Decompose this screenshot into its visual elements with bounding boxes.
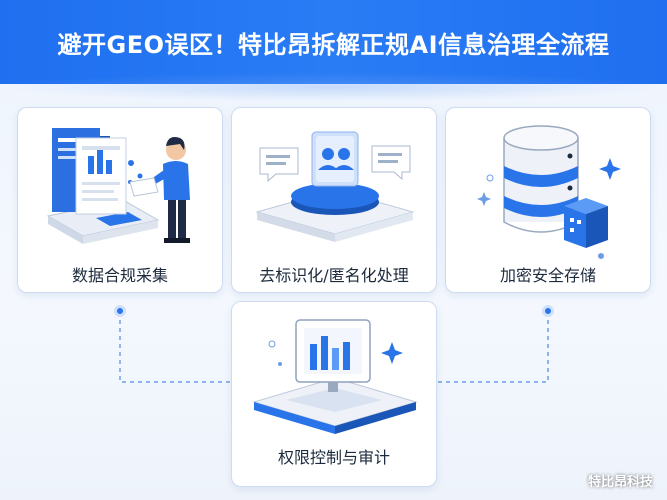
step-card-anonymization: 去标识化/匿名化处理 (231, 107, 437, 293)
header-banner: 避开GEO误区！特比昂拆解正规AI信息治理全流程 (0, 0, 667, 102)
step-card-storage: 加密安全存储 (445, 107, 651, 293)
step-label-storage: 加密安全存储 (499, 266, 596, 285)
page-title: 避开GEO误区！特比昂拆解正规AI信息治理全流程 (57, 30, 610, 59)
database-illustration (477, 125, 621, 259)
header-glow (0, 72, 667, 102)
step-label-access-control: 权限控制与审计 (277, 448, 390, 467)
document-person-illustration (46, 128, 190, 244)
connector-dot-left (114, 305, 126, 317)
step-label-anonymization: 去标识化/匿名化处理 (259, 266, 409, 285)
anonymization-illustration (255, 131, 415, 242)
monitor-chart-illustration (252, 319, 418, 434)
connector-dot-right (542, 305, 554, 317)
step-card-collection: 数据合规采集 (17, 107, 223, 293)
step-card-access-control: 权限控制与审计 (231, 301, 437, 487)
step-label-collection: 数据合规采集 (71, 266, 168, 285)
watermark-text: 特比昂科技 (587, 475, 653, 490)
